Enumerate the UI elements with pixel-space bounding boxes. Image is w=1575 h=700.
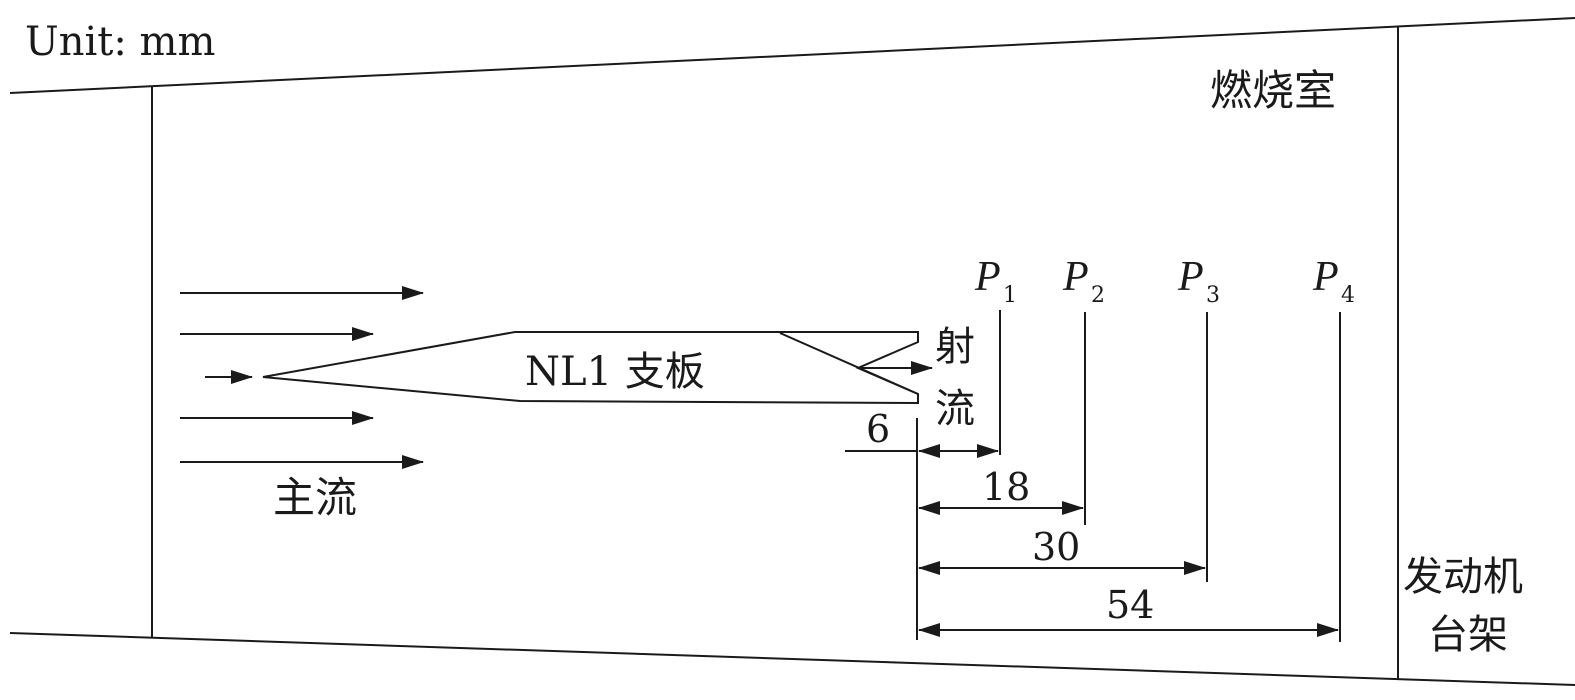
svg-text:2: 2 <box>1091 283 1105 308</box>
svg-text:P: P <box>974 254 1001 300</box>
svg-text:P: P <box>1177 254 1204 300</box>
jet-label-2: 流 <box>935 386 975 432</box>
main-flow-label: 主流 <box>273 473 357 522</box>
svg-text:P: P <box>1312 254 1339 300</box>
jet-label-1: 射 <box>935 324 975 370</box>
dimension-6: 6 <box>866 407 890 451</box>
probe-p2: P 2 18 <box>918 254 1105 525</box>
combustor-label: 燃烧室 <box>1210 66 1336 115</box>
strut <box>262 331 933 405</box>
upper-wall <box>9 17 1575 94</box>
dimension-54: 54 <box>1106 583 1154 627</box>
probe-p3: P 3 30 <box>918 254 1220 582</box>
svg-text:3: 3 <box>1206 283 1220 308</box>
strut-label: NL1 支板 <box>525 349 705 395</box>
engine-mount-label-1: 发动机 <box>1403 554 1523 600</box>
unit-label: Unit: mm <box>25 19 215 65</box>
dimension-18: 18 <box>982 465 1030 509</box>
svg-text:P: P <box>1062 254 1089 300</box>
probe-p4: P 4 54 <box>918 254 1355 642</box>
svg-text:1: 1 <box>1003 283 1017 308</box>
probe-p1: P 1 6 <box>845 254 1017 458</box>
main-flow-arrows <box>180 286 424 469</box>
engine-mount-label-2: 台架 <box>1428 612 1508 658</box>
dimension-30: 30 <box>1032 525 1080 569</box>
lower-wall <box>9 632 1575 686</box>
svg-text:4: 4 <box>1341 283 1355 308</box>
